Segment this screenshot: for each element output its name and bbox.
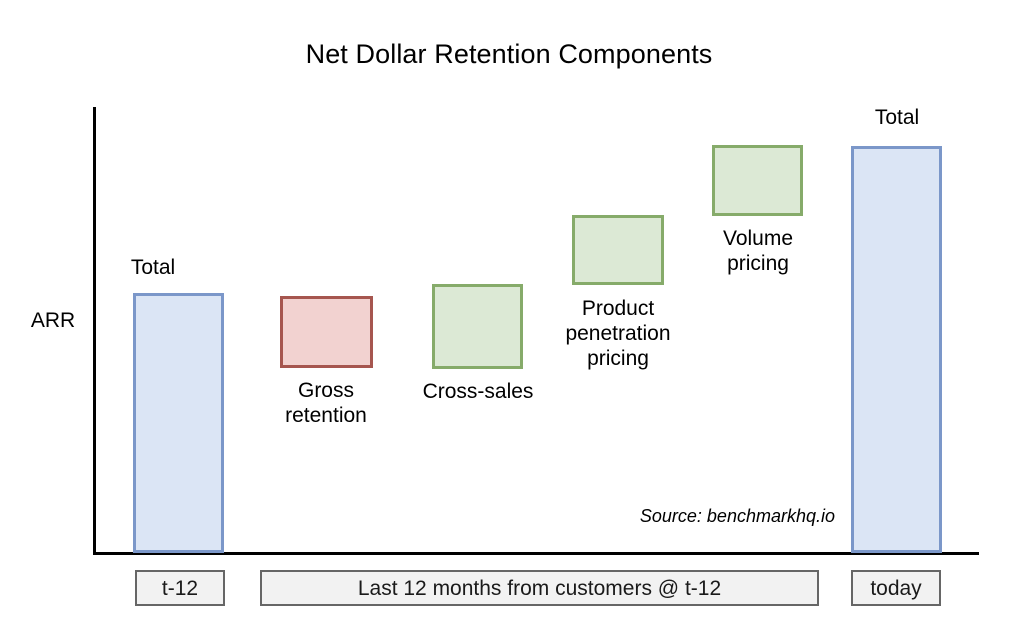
y-axis-label: ARR (30, 309, 76, 332)
bar-gross-retention (280, 296, 373, 368)
bar-product-penetration-pricing (572, 215, 664, 285)
chart-title: Net Dollar Retention Components (305, 39, 713, 69)
bar-caption-total-start: Total (130, 256, 176, 279)
bar-caption-cross-sales: Cross-sales (422, 380, 534, 403)
bar-caption-gross-retention: Gross retention (285, 379, 367, 427)
period-box-t-minus-12[interactable]: t-12 (135, 570, 225, 606)
bar-caption-volume-pricing: Volume pricing (722, 227, 794, 275)
period-box-today[interactable]: today (851, 570, 941, 606)
bar-caption-product-penetration-pricing: Product penetration pricing (565, 297, 671, 370)
bar-cross-sales (432, 284, 523, 369)
y-axis-line (93, 107, 96, 555)
source-note: Source: benchmarkhq.io (639, 506, 835, 526)
period-box-last-12-months[interactable]: Last 12 months from customers @ t-12 (260, 570, 819, 606)
bar-total-start (133, 293, 224, 553)
bar-caption-total-end: Total (874, 106, 920, 129)
x-axis-line (93, 552, 979, 555)
bar-total-end (851, 146, 942, 553)
bar-volume-pricing (712, 145, 803, 216)
